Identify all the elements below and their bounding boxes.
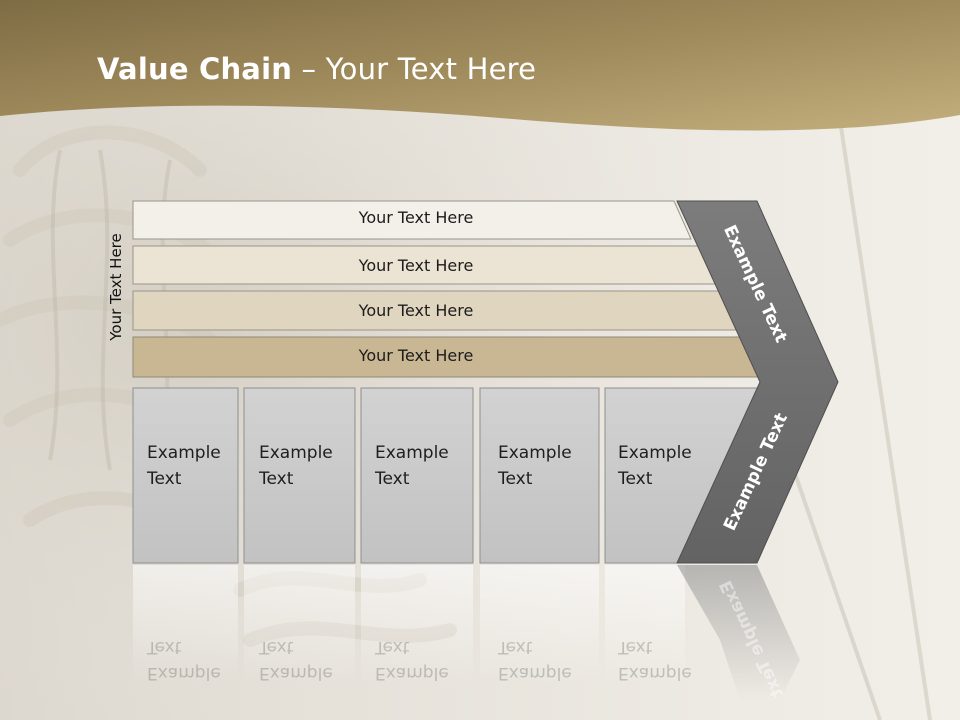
page-title: Value Chain – Your Text Here	[97, 52, 537, 86]
header-band	[0, 0, 960, 131]
box-shape-4	[479, 387, 600, 564]
reflection	[133, 565, 800, 700]
row-label-2: Your Text Here	[358, 256, 474, 275]
side-label: Your Text Here	[107, 233, 125, 341]
chevron-arrow	[676, 200, 839, 564]
row-label-4: Your Text Here	[358, 346, 474, 365]
box-shape-3	[360, 387, 474, 564]
row-label-3: Your Text Here	[358, 301, 474, 320]
row-label-1: Your Text Here	[358, 208, 474, 227]
box-shape-1	[132, 387, 239, 564]
row-shape-1	[132, 200, 692, 240]
box-shape-2	[243, 387, 356, 564]
